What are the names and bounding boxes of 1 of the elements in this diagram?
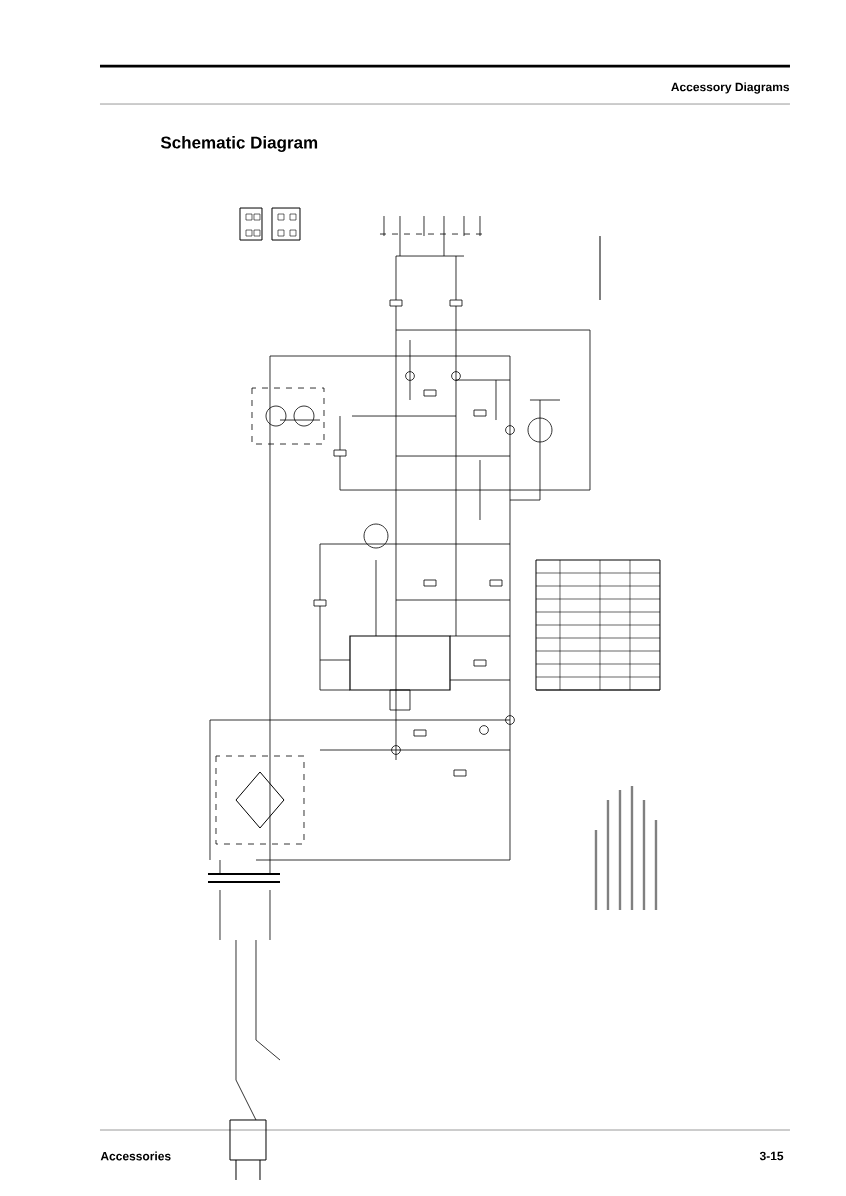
section-title: Schematic Diagram	[160, 136, 318, 152]
